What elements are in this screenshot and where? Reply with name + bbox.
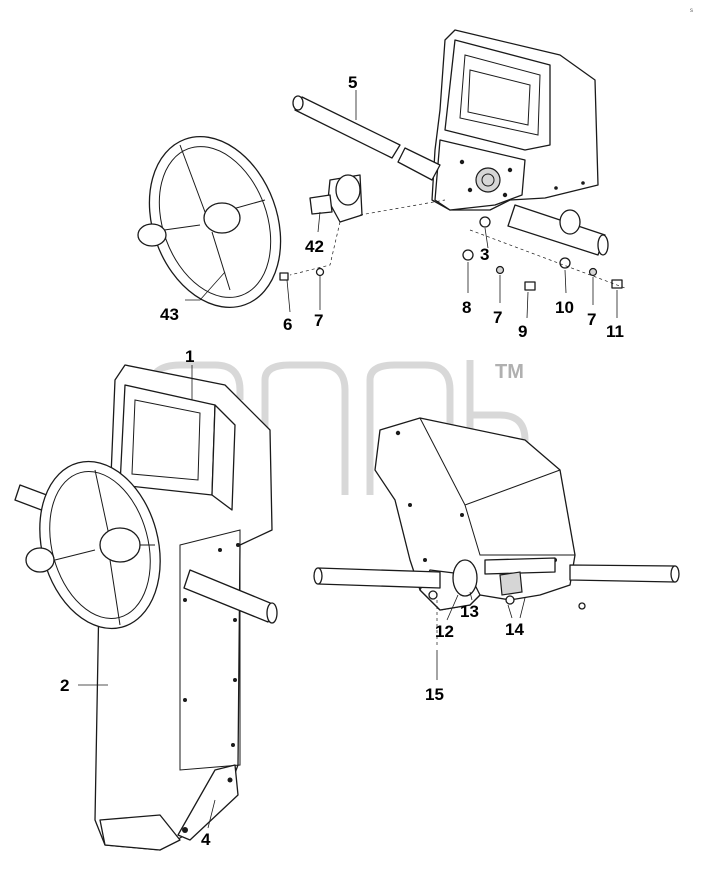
bracket-shafts [313, 557, 680, 610]
trademark-mark: TM [495, 361, 524, 383]
callout-2: 2 [60, 676, 69, 695]
callout-13: 13 [460, 602, 479, 621]
callout-5-text: 5 [348, 73, 357, 92]
steering-unit [309, 174, 363, 223]
callout-3: 3 [480, 245, 489, 264]
callout-15: 15 [425, 685, 444, 704]
steering-column-assembly [94, 364, 273, 851]
callout-8: 8 [462, 298, 471, 317]
callout-1: 1 [185, 347, 194, 366]
corner-mark: s [690, 8, 693, 14]
steering-wheel-top [137, 135, 282, 309]
leader-lines [78, 90, 618, 829]
steering-shaft-top [292, 95, 441, 181]
callout-4: 4 [201, 830, 211, 849]
spinner-knob-icon-2 [25, 547, 55, 573]
callout-12: 12 [435, 622, 454, 641]
steering-console-top [431, 29, 599, 211]
callout-7b: 7 [493, 308, 502, 327]
callout-7a: 7 [314, 311, 323, 330]
callout-42: 42 [305, 237, 324, 256]
shaft-bearing-icon [475, 167, 501, 193]
callout-43: 43 [160, 305, 179, 324]
spinner-knob-icon [137, 223, 167, 247]
callout-11: 11 [606, 322, 624, 341]
fasteners-top [279, 216, 623, 291]
callout-14: 14 [505, 620, 524, 639]
callout-9: 9 [518, 322, 527, 341]
callout-10: 10 [555, 298, 574, 317]
callout-labels: 5 43 42 6 7 3 8 7 9 10 7 11 1 2 4 12 13 … [60, 73, 624, 849]
lever-knob-icon [452, 559, 478, 597]
steering-wheel-left [25, 460, 161, 630]
callout-6: 6 [283, 315, 292, 334]
callout-7c: 7 [587, 310, 596, 329]
side-shaft-top [507, 204, 609, 256]
